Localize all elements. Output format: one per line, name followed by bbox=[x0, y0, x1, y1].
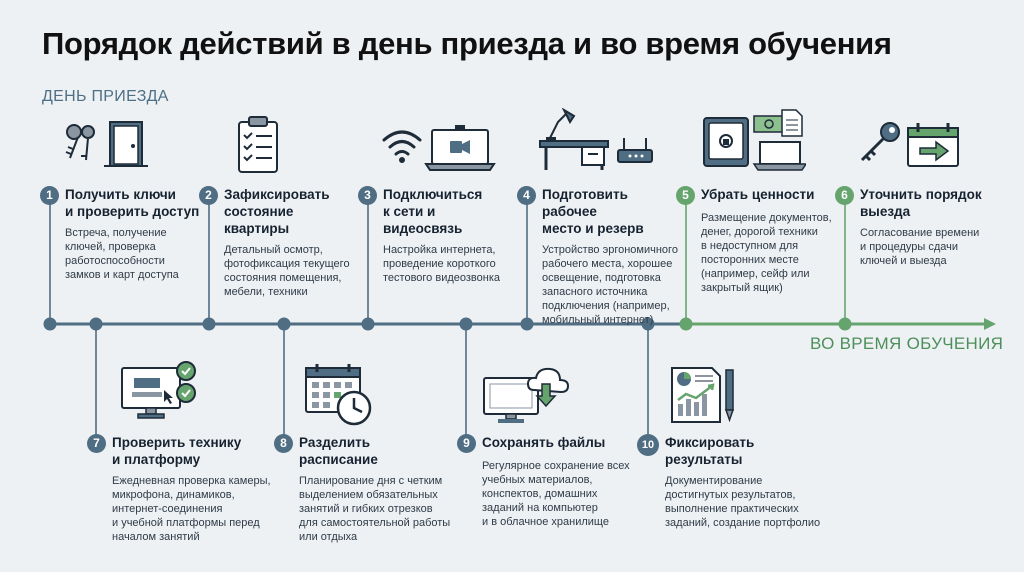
step-title: Зафиксировать состояние квартиры bbox=[224, 187, 330, 236]
step-8: 8 Разделить расписание Планирование дня … bbox=[274, 434, 462, 544]
step-description: Встреча, получение ключей, проверка рабо… bbox=[65, 227, 179, 281]
arrival-day-label: ДЕНЬ ПРИЕЗДА bbox=[42, 88, 169, 105]
step-title: Убрать ценности bbox=[701, 187, 815, 202]
step-number: 1 bbox=[40, 186, 59, 205]
step-number: 5 bbox=[676, 186, 695, 205]
step-2: 2 Зафиксировать состояние квартиры Детал… bbox=[199, 186, 359, 299]
step-number: 2 bbox=[199, 186, 218, 205]
step-number: 4 bbox=[517, 186, 536, 205]
step-title: Подключиться к сети и видеосвязь bbox=[383, 187, 483, 236]
calendar-clock-icon bbox=[305, 364, 372, 426]
step-description: Настройка интернета, проведение коротког… bbox=[383, 244, 500, 284]
safe-money-laptop-icon bbox=[703, 109, 806, 171]
step-description: Устройство эргономичного рабочего места,… bbox=[542, 244, 678, 326]
step-number: 7 bbox=[87, 434, 106, 453]
step-title: Проверить технику и платформу bbox=[112, 435, 242, 467]
step-title: Подготовить рабочее место и резерв bbox=[542, 187, 644, 236]
step-description: Планирование дня с четким выделением обя… bbox=[299, 475, 451, 543]
wifi-laptop-video-icon bbox=[382, 125, 496, 171]
step-number: 9 bbox=[457, 434, 476, 453]
step-3: 3 Подключиться к сети и видеосвязь Настр… bbox=[358, 186, 518, 285]
step-9: 9 Сохранять файлы Регулярное сохранение … bbox=[457, 434, 642, 529]
chart-document-pen-icon bbox=[671, 367, 735, 423]
monitor-cloud-download-icon bbox=[483, 367, 570, 423]
step-description: Согласование времени и процедуры сдачи к… bbox=[860, 227, 980, 267]
step-title: Фиксировать результаты bbox=[665, 435, 755, 467]
keys-door-icon bbox=[65, 121, 148, 167]
timeline-arrow-icon bbox=[984, 318, 996, 330]
step-4: 4 Подготовить рабочее место и резерв Уст… bbox=[517, 186, 679, 327]
monitor-checks-icon bbox=[121, 361, 196, 419]
step-7: 7 Проверить технику и платформу Ежедневн… bbox=[87, 434, 277, 544]
step-number: 6 bbox=[835, 186, 854, 205]
step-number: 10 bbox=[637, 434, 659, 456]
step-1: 1 Получить ключи и проверить доступ Встр… bbox=[40, 186, 200, 282]
step-description: Размещение документов, денег, дорогой те… bbox=[701, 212, 832, 294]
step-title: Получить ключи и проверить доступ bbox=[65, 187, 200, 219]
step-5: 5 Убрать ценности Размещение документов,… bbox=[676, 186, 838, 295]
page-title: Порядок действий в день приезда и во вре… bbox=[42, 26, 892, 61]
step-description: Детальный осмотр, фотофиксация текущего … bbox=[224, 244, 350, 298]
study-period-label: ВО ВРЕМЯ ОБУЧЕНИЯ bbox=[810, 334, 1004, 353]
key-calendar-exit-icon bbox=[860, 122, 959, 167]
step-title: Уточнить порядок выезда bbox=[860, 187, 982, 219]
step-description: Регулярное сохранение всех учебных матер… bbox=[482, 460, 630, 528]
desk-lamp-router-icon bbox=[539, 108, 653, 170]
step-title: Разделить расписание bbox=[299, 435, 378, 467]
step-10: 10 Фиксировать результаты Документирован… bbox=[637, 434, 837, 530]
step-number: 3 bbox=[358, 186, 377, 205]
clipboard-checklist-icon bbox=[238, 116, 278, 173]
step-title: Сохранять файлы bbox=[482, 435, 606, 450]
step-description: Документирование достигнутых результатов… bbox=[665, 475, 821, 529]
step-description: Ежедневная проверка камеры, микрофона, д… bbox=[112, 475, 271, 543]
step-6: 6 Уточнить порядок выезда Согласование в… bbox=[835, 186, 995, 268]
step-number: 8 bbox=[274, 434, 293, 453]
